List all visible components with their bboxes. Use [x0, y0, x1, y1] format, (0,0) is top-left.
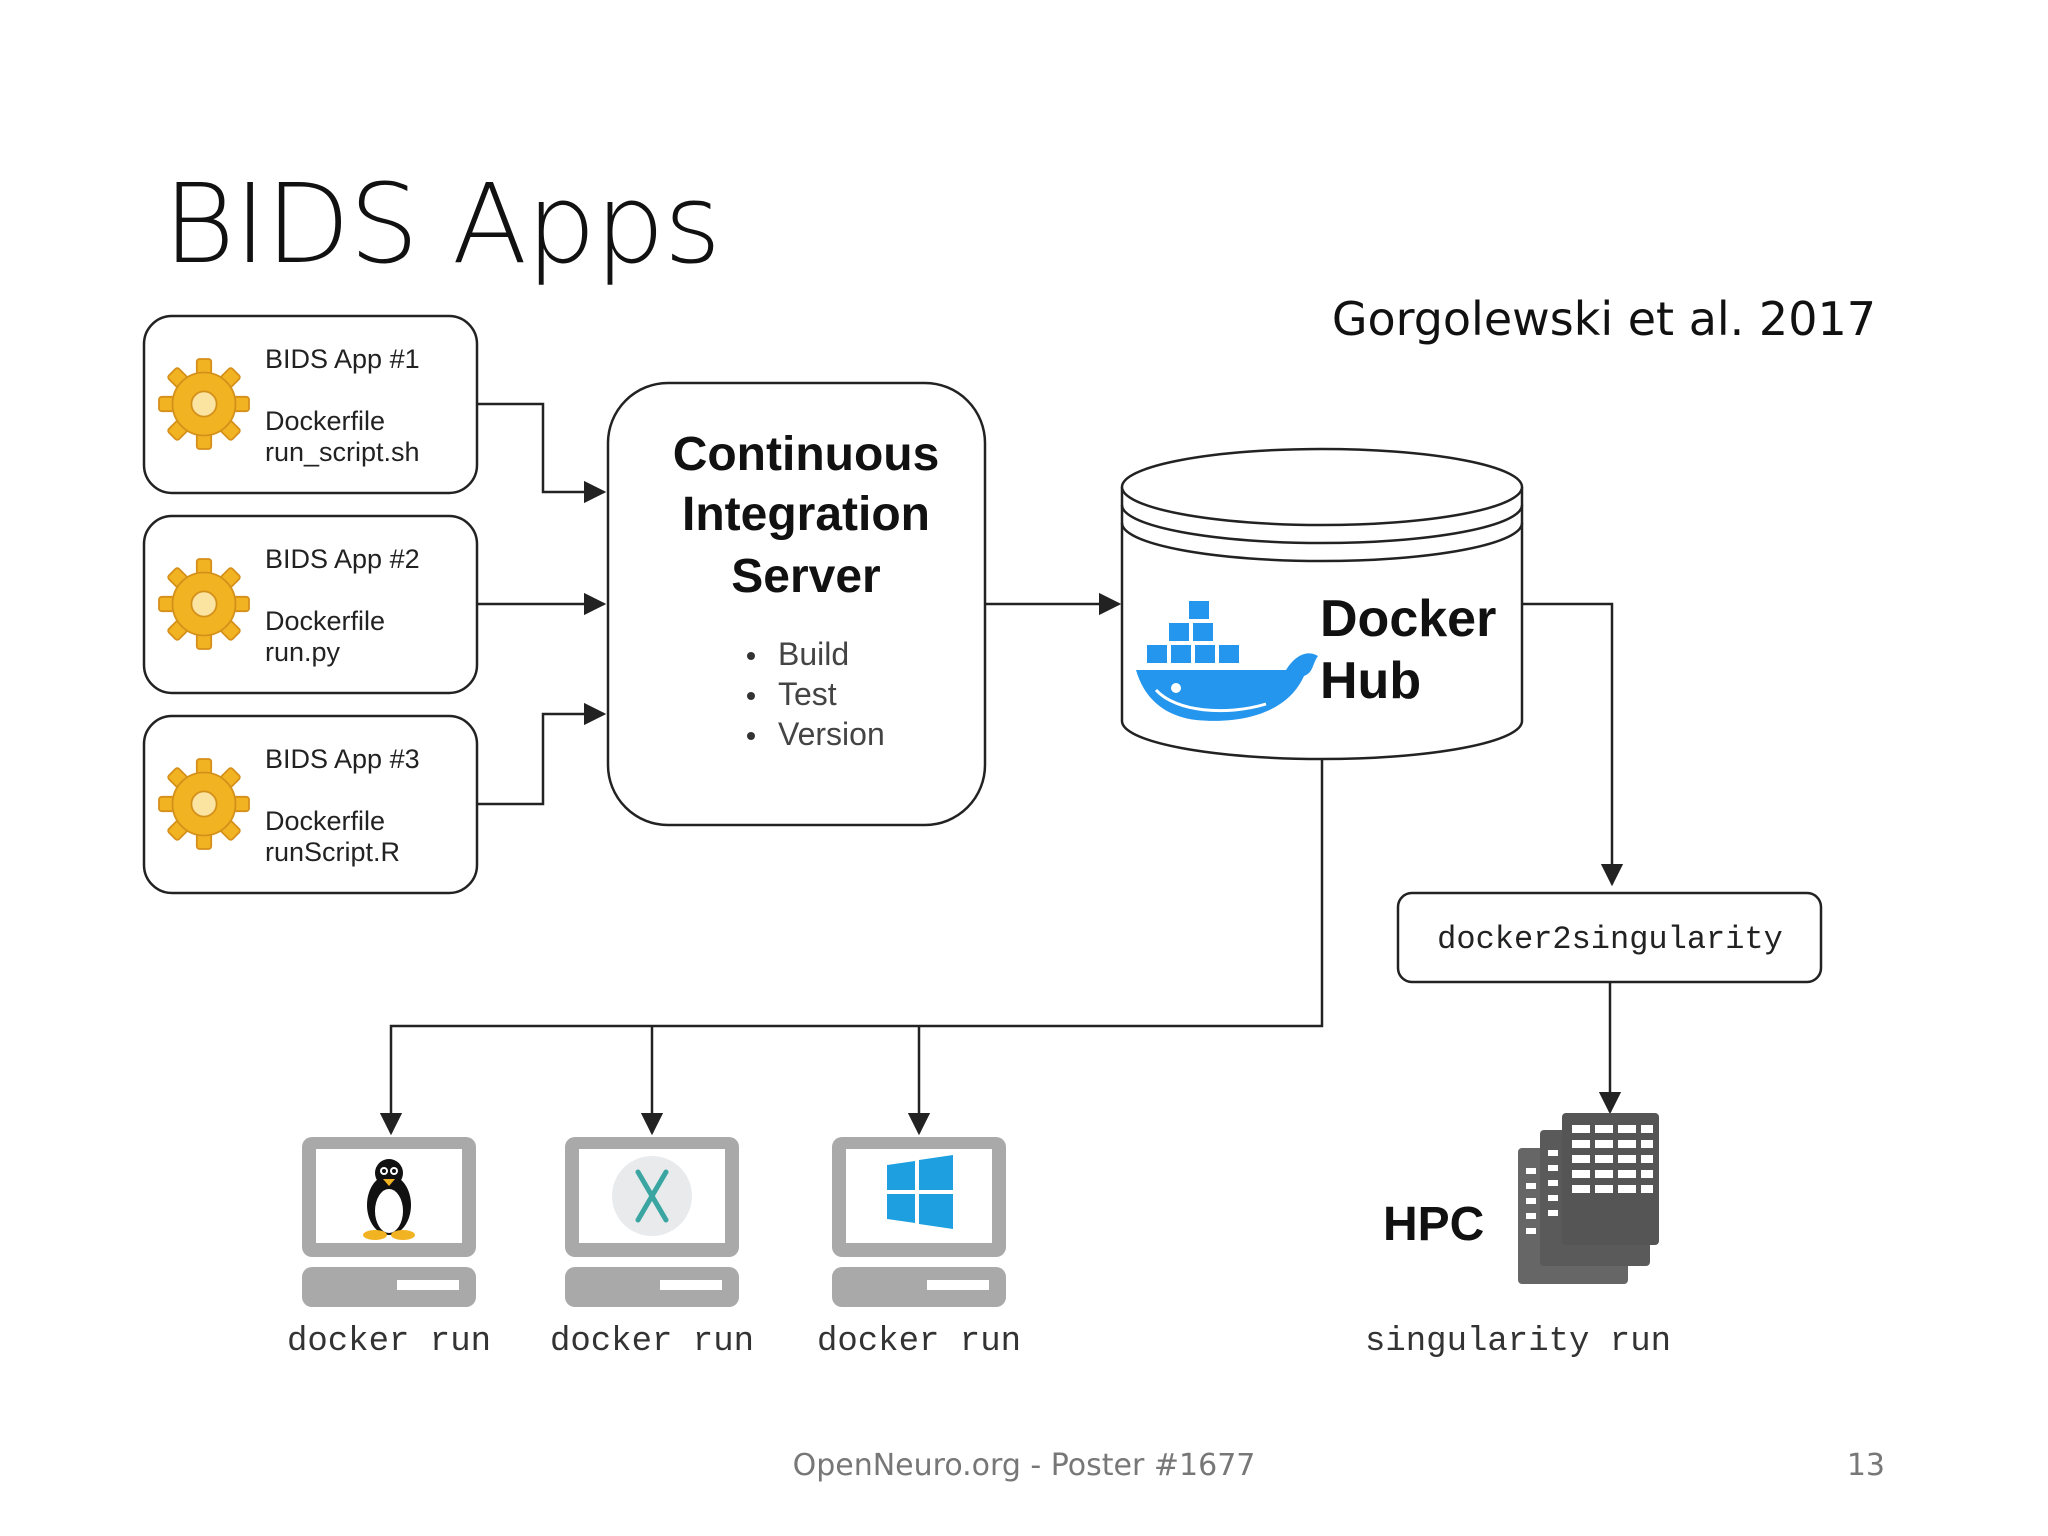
- connector-app1-ci: [477, 402, 607, 504]
- docker-hub-line1: Docker: [1320, 590, 1496, 648]
- hpc-cluster: HPC singularity run: [1365, 1113, 1671, 1361]
- command-hpc: singularity run: [1365, 1323, 1671, 1361]
- docker2singularity-label: docker2singularity: [1437, 921, 1783, 958]
- hpc-label: HPC: [1383, 1198, 1484, 1251]
- computer-linux: [302, 1137, 476, 1307]
- dockerhub-to-computers-connectors: [379, 759, 1324, 1136]
- slide-footer: OpenNeuro.org - Poster #1677: [792, 1448, 1256, 1483]
- bids-app-3-name: BIDS App #3: [265, 744, 420, 774]
- docker-hub-database: Docker Hub: [1120, 447, 1524, 761]
- ci-title-line2: Integration: [682, 488, 930, 541]
- connector-linux: [379, 759, 1324, 1136]
- command-windows: docker run: [817, 1323, 1021, 1361]
- ci-server-box: Continuous Integration Server Build Test…: [606, 381, 987, 827]
- slide-title: BIDS Apps: [163, 160, 721, 288]
- ci-item-test: Test: [778, 676, 837, 712]
- page-number: 13: [1846, 1448, 1885, 1483]
- gear-icon: [158, 558, 250, 650]
- server-buildings-icon: [1518, 1113, 1659, 1284]
- ci-item-version: Version: [778, 716, 885, 752]
- docker-hub-line2: Hub: [1320, 652, 1421, 710]
- command-linux: docker run: [287, 1323, 491, 1361]
- bids-app-3-file2: runScript.R: [265, 837, 400, 867]
- computer-windows: [832, 1137, 1006, 1307]
- gear-icon: [158, 758, 250, 850]
- app-to-ci-connectors: [477, 402, 607, 806]
- command-macos: docker run: [550, 1323, 754, 1361]
- docker2singularity-box: docker2singularity: [1396, 891, 1823, 984]
- bids-app-1-name: BIDS App #1: [265, 344, 420, 374]
- bids-app-1: BIDS App #1 Dockerfile run_script.sh: [142, 314, 479, 495]
- bullet: [747, 732, 755, 740]
- docker-whale-icon: [1136, 599, 1318, 721]
- bids-app-3-file1: Dockerfile: [265, 806, 385, 836]
- ci-title-line1: Continuous: [673, 428, 940, 481]
- connector-app3-ci: [477, 702, 607, 806]
- bullet: [747, 692, 755, 700]
- ci-title-line3: Server: [731, 550, 880, 603]
- citation: Gorgolewski et al. 2017: [1331, 292, 1876, 346]
- bids-app-1-file2: run_script.sh: [265, 437, 420, 467]
- gear-icon: [158, 358, 250, 450]
- bids-app-2-file1: Dockerfile: [265, 606, 385, 636]
- ci-item-build: Build: [778, 636, 849, 672]
- windows-logo-icon: [887, 1155, 953, 1229]
- connector-dockerhub-converter: [1522, 602, 1624, 887]
- bids-app-2-file2: run.py: [265, 637, 341, 667]
- macos-x-icon: [612, 1156, 692, 1236]
- bullet: [747, 652, 755, 660]
- bids-app-2: BIDS App #2 Dockerfile run.py: [142, 514, 479, 695]
- linux-tux-icon: [363, 1159, 415, 1240]
- computer-macos: [565, 1137, 739, 1307]
- bids-app-3: BIDS App #3 Dockerfile runScript.R: [142, 714, 479, 895]
- bids-app-1-file1: Dockerfile: [265, 406, 385, 436]
- bids-app-2-name: BIDS App #2: [265, 544, 420, 574]
